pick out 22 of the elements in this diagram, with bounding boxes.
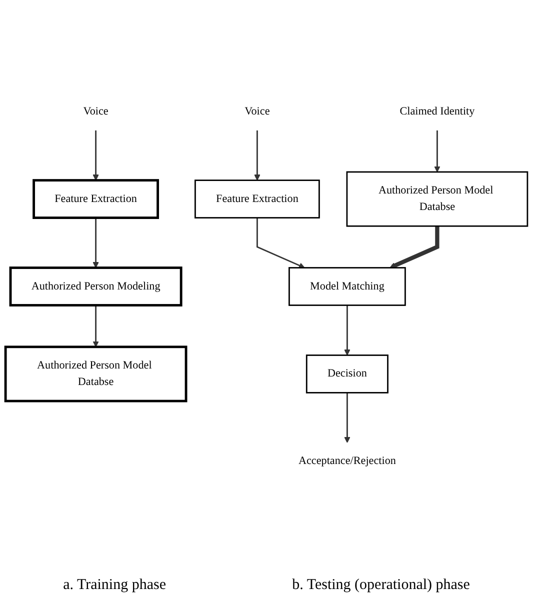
node-text: Voice — [83, 105, 108, 118]
node-box: Authorized Person Modeling — [9, 266, 182, 306]
node-text: Acceptance/Rejection — [298, 455, 396, 467]
node-box: Model Matching — [288, 267, 406, 306]
arrow — [390, 226, 440, 269]
arrow — [344, 392, 350, 443]
node-box: Authorized Person Model Databse — [4, 346, 188, 402]
caption-text: a. Training phase — [63, 577, 166, 594]
node-text: Claimed Identity — [400, 105, 475, 118]
arrow — [256, 218, 305, 268]
arrow — [92, 218, 99, 268]
arrow — [344, 305, 350, 356]
caption-text: b. Testing (operational) phase — [292, 577, 470, 594]
arrow — [92, 305, 99, 348]
arrow — [254, 130, 260, 181]
arrow — [92, 130, 99, 181]
node-box: Feature Extraction — [32, 179, 159, 219]
arrow — [434, 130, 440, 172]
node-text: Voice — [244, 105, 270, 118]
node-box: Authorized Person Model Databse — [346, 171, 528, 227]
node-box: Decision — [306, 354, 388, 394]
node-box: Feature Extraction — [194, 180, 320, 218]
